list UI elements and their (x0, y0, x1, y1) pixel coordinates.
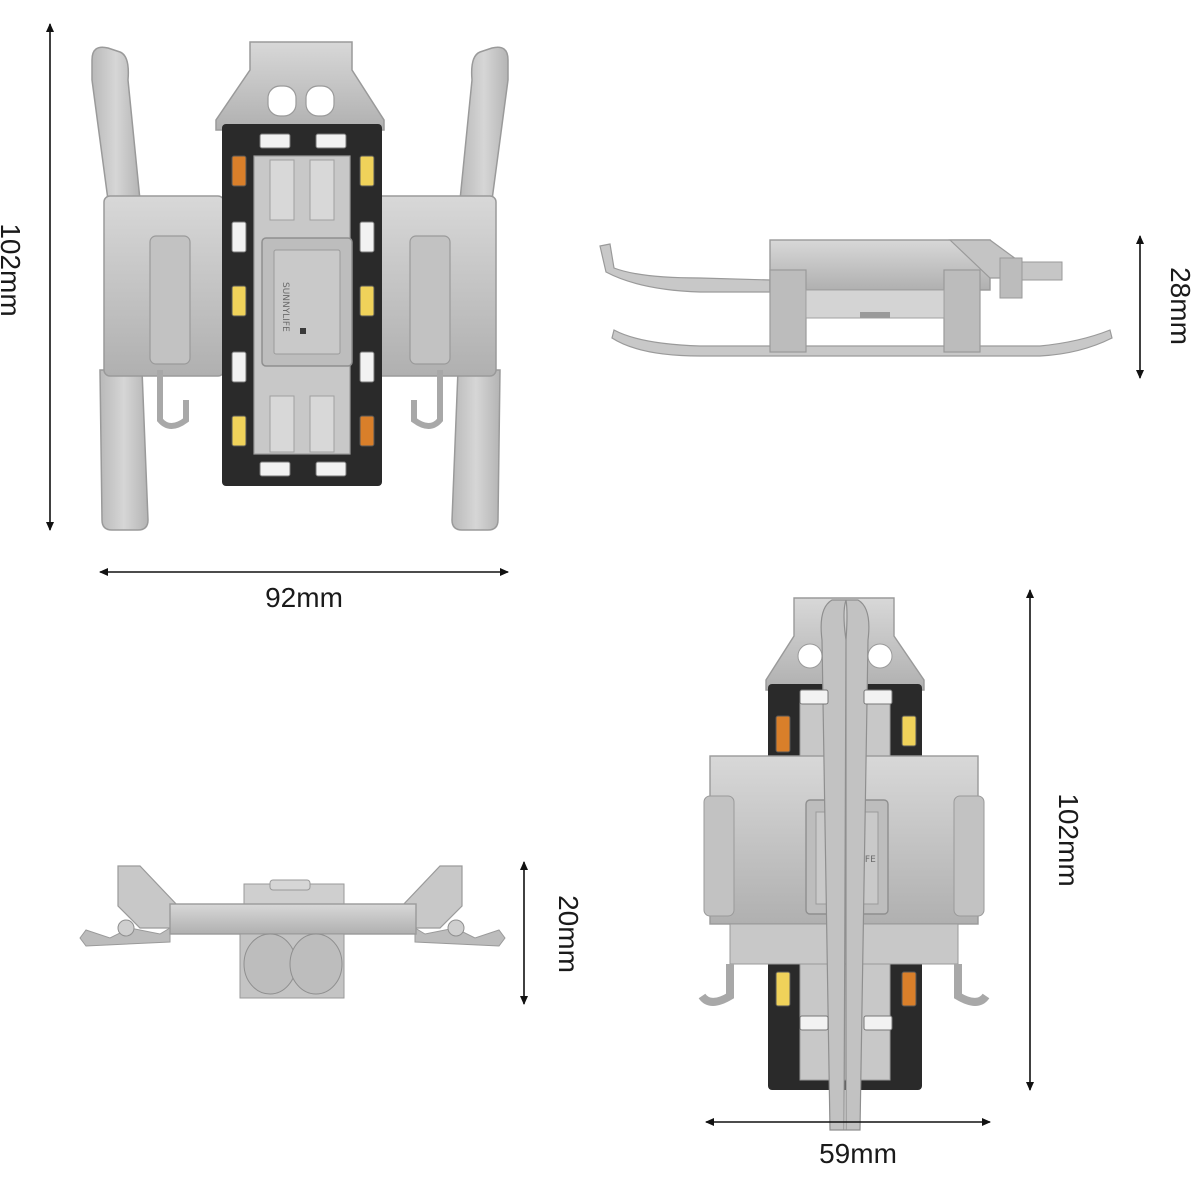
folded-view: SUNNYLIFE (698, 589, 1034, 1131)
front-left-arm (117, 865, 179, 929)
brand-mark-top: SUNNYLIFE (280, 282, 290, 332)
front-view (79, 861, 528, 1005)
top-view-width-label: 92mm (265, 582, 343, 613)
leds-folded-view (775, 689, 917, 1031)
side-view (599, 235, 1144, 379)
side-view-height-label: 28mm (1165, 267, 1196, 345)
folded-legs (820, 599, 870, 1131)
folded-view-width-label: 59mm (819, 1138, 897, 1169)
top-cap (215, 41, 385, 131)
side-upper-skid (599, 243, 771, 293)
leds-top-view (231, 133, 375, 477)
front-body (169, 903, 417, 935)
right-leg-upper (459, 46, 509, 201)
right-leg-lower (451, 369, 501, 531)
side-lower-skid (611, 329, 1113, 357)
top-view: SUNNYLIFE (46, 23, 509, 576)
folded-view-height-label: 102mm (1053, 793, 1084, 887)
left-leg-lower (99, 369, 149, 531)
top-view-height-label: 102mm (0, 223, 26, 317)
left-leg-upper (91, 46, 141, 201)
front-view-height-label: 20mm (553, 895, 584, 973)
